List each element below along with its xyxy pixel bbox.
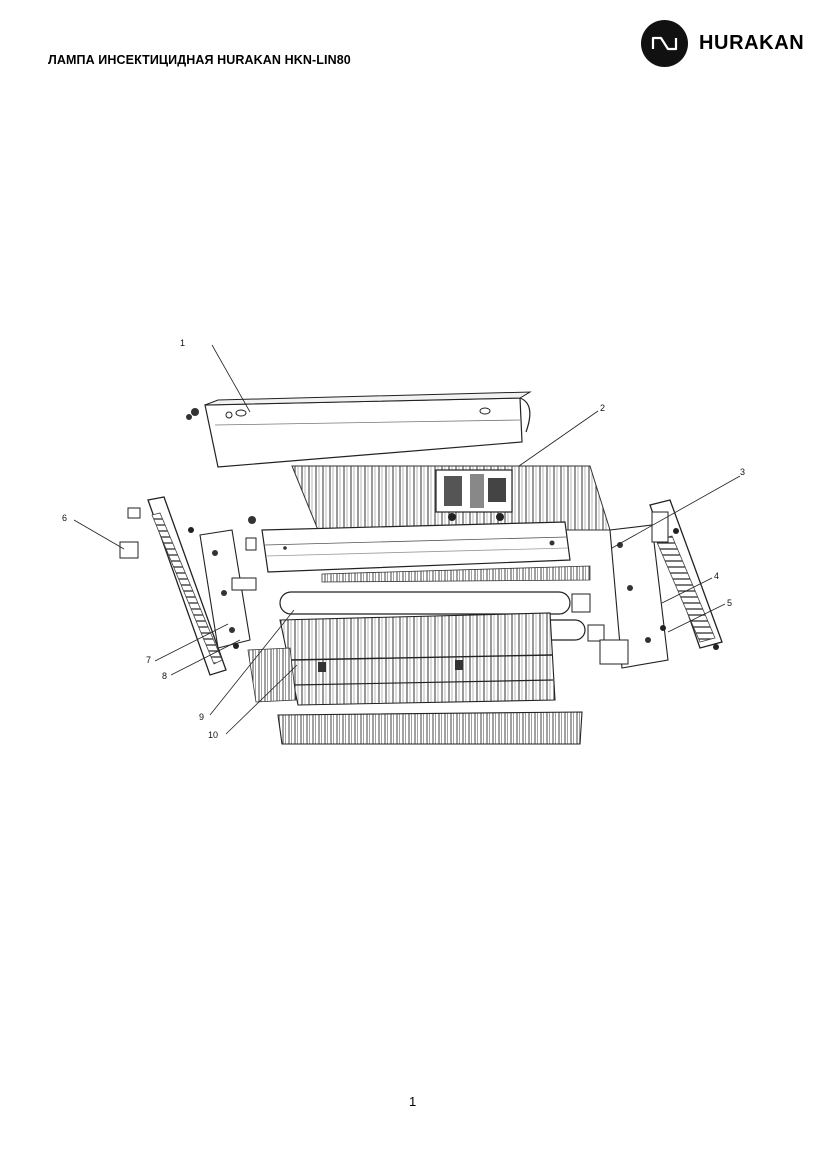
callout-labels: 1 2 3 4 5 6 7 8 9 10 bbox=[62, 338, 745, 740]
brand-name: HURAKAN bbox=[699, 32, 805, 54]
callout-8: 8 bbox=[162, 671, 167, 681]
exploded-view-diagram: 1 2 3 4 5 6 7 8 9 10 bbox=[62, 338, 745, 745]
callout-10: 10 bbox=[208, 730, 218, 740]
brand-logo: HURAKAN bbox=[641, 20, 821, 68]
callout-9: 9 bbox=[199, 712, 204, 722]
callout-1: 1 bbox=[180, 338, 185, 348]
callout-4: 4 bbox=[714, 571, 719, 581]
electronics-block-part bbox=[435, 469, 513, 521]
callout-5: 5 bbox=[727, 598, 732, 608]
hurakan-logo-icon bbox=[641, 20, 688, 67]
left-end-cap-part bbox=[119, 496, 251, 676]
top-cover-part bbox=[186, 391, 532, 468]
callout-7: 7 bbox=[146, 655, 151, 665]
center-reflector-part bbox=[261, 521, 591, 583]
callout-3: 3 bbox=[740, 467, 745, 477]
callout-6: 6 bbox=[62, 513, 67, 523]
right-end-cap-part bbox=[599, 499, 723, 669]
page-number: 1 bbox=[409, 1094, 417, 1109]
front-grid-part bbox=[247, 612, 583, 745]
document-title: ЛАМПА ИНСЕКТИЦИДНАЯ HURAKAN HKN-LIN80 bbox=[48, 53, 351, 67]
callout-2: 2 bbox=[600, 403, 605, 413]
